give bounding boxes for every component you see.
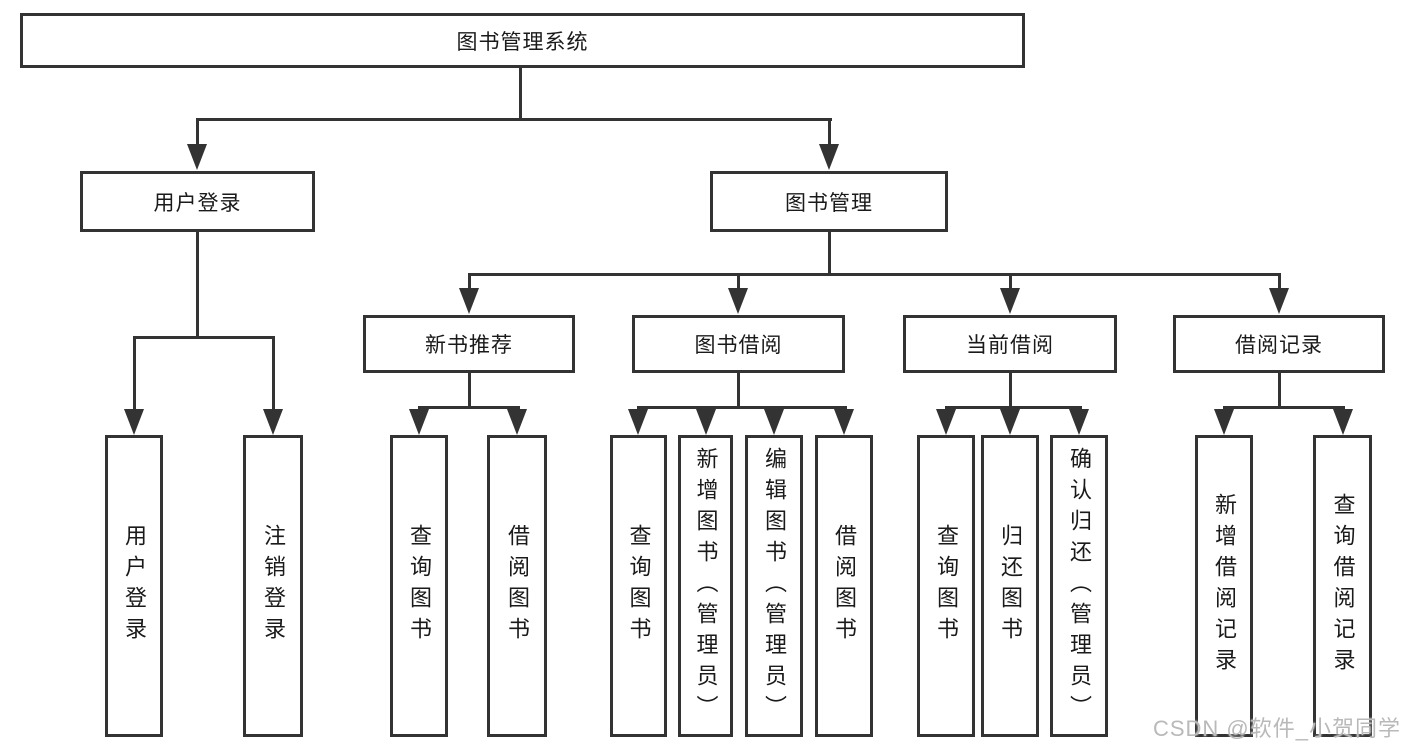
arrowhead — [1269, 288, 1289, 314]
leaf-user-login: 用户登录 — [105, 435, 163, 737]
connector-line — [196, 118, 832, 121]
connector-line — [737, 276, 740, 290]
arrowhead — [1333, 409, 1353, 435]
arrowhead — [459, 288, 479, 314]
connector-line — [1278, 373, 1281, 409]
arrowhead — [834, 409, 854, 435]
arrowhead — [728, 288, 748, 314]
leaf-query-books-recommend: 查询图书 — [390, 435, 448, 737]
node-book-borrowing: 图书借阅 — [632, 315, 845, 373]
csdn-watermark: CSDN @软件_小贺同学 — [1152, 716, 1401, 741]
connector-line — [272, 339, 275, 411]
connector-line — [828, 121, 831, 148]
arrowhead — [819, 144, 839, 170]
node-user-login: 用户登录 — [80, 171, 315, 232]
connector-line — [468, 276, 471, 290]
connector-line — [945, 406, 1082, 409]
connector-line — [1278, 276, 1281, 290]
connector-line — [1009, 373, 1012, 409]
arrowhead — [1214, 409, 1234, 435]
arrowhead — [764, 409, 784, 435]
node-new-book-recommendation: 新书推荐 — [363, 315, 575, 373]
leaf-borrow-books: 借阅图书 — [815, 435, 873, 737]
arrowhead — [696, 409, 716, 435]
connector-line — [1223, 406, 1345, 409]
connector-line — [196, 232, 199, 339]
node-current-borrowing: 当前借阅 — [903, 315, 1117, 373]
connector-line — [519, 68, 522, 121]
leaf-borrow-books-recommend: 借阅图书 — [487, 435, 547, 737]
connector-line — [737, 373, 740, 409]
connector-line — [133, 339, 136, 411]
arrowhead — [1000, 288, 1020, 314]
arrowhead — [1000, 409, 1020, 435]
leaf-query-borrow-record: 查询借阅记录 — [1313, 435, 1372, 737]
arrowhead — [124, 409, 144, 435]
arrowhead — [1069, 409, 1089, 435]
leaf-confirm-return-admin: 确认归还（管理员） — [1050, 435, 1108, 737]
connector-line — [418, 406, 520, 409]
arrowhead — [187, 144, 207, 170]
leaf-edit-book-admin: 编辑图书（管理员） — [745, 435, 803, 737]
arrowhead — [263, 409, 283, 435]
leaf-logout: 注销登录 — [243, 435, 303, 737]
arrowhead — [628, 409, 648, 435]
connector-line — [196, 121, 199, 148]
connector-line — [468, 373, 471, 409]
leaf-query-books-current: 查询图书 — [917, 435, 975, 737]
connector-line — [828, 232, 831, 276]
node-book-management-system: 图书管理系统 — [20, 13, 1025, 68]
connector-line — [468, 273, 1281, 276]
connector-line — [637, 406, 847, 409]
node-book-management: 图书管理 — [710, 171, 948, 232]
arrowhead — [936, 409, 956, 435]
connector-line — [1009, 276, 1012, 290]
node-borrowing-records: 借阅记录 — [1173, 315, 1385, 373]
leaf-add-borrow-record: 新增借阅记录 — [1195, 435, 1253, 737]
leaf-return-books: 归还图书 — [981, 435, 1039, 737]
arrowhead — [409, 409, 429, 435]
leaf-query-books-borrow: 查询图书 — [610, 435, 667, 737]
connector-line — [133, 336, 275, 339]
leaf-add-book-admin: 新增图书（管理员） — [678, 435, 733, 737]
arrowhead — [507, 409, 527, 435]
